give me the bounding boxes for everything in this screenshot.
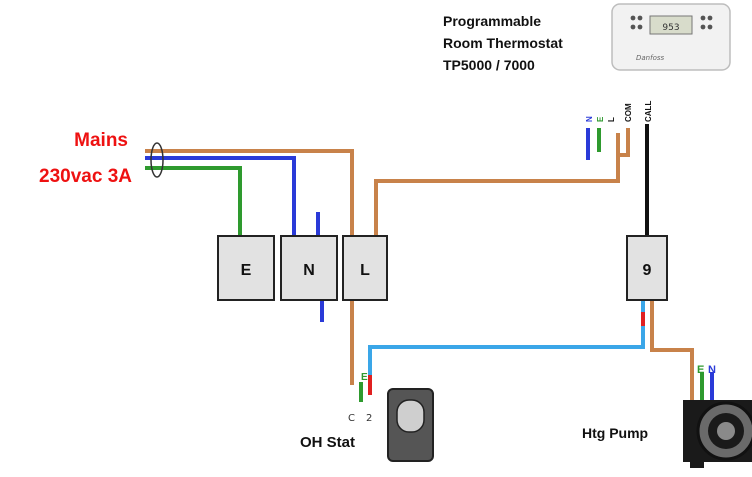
terminal-block-live: L — [342, 235, 388, 301]
thermostat-title-3: TP5000 / 7000 — [443, 57, 535, 73]
9-to-pump-wire — [650, 300, 694, 400]
thermostat-terminal-call: CALL — [644, 101, 653, 122]
thermostat-device-icon: 953 Danfoss — [611, 3, 731, 71]
terminal-live-label: L — [360, 262, 370, 279]
pump-label: Htg Pump — [582, 425, 648, 441]
thermostat-title-2: Room Thermostat — [443, 35, 563, 51]
ohstat-device-icon — [387, 388, 434, 462]
live-to-thermostat-wire — [374, 133, 620, 236]
terminal-block-switched: 9 — [626, 235, 668, 301]
pump-earth-label: E — [697, 364, 704, 376]
thermostat-terminal-com: COM — [624, 103, 633, 122]
terminal-switched-label: 9 — [643, 262, 652, 279]
mains-live-wire — [145, 149, 354, 236]
ohstat-earth-label: E — [361, 372, 368, 383]
thermostat-brand: Danfoss — [636, 54, 665, 62]
thermostat-terminal-n: N — [585, 116, 594, 122]
ohstat-terminal-c: C — [348, 413, 355, 424]
mains-earth-wire — [145, 166, 242, 236]
terminal-block-earth: E — [217, 235, 275, 301]
ohstat-label: OH Stat — [300, 434, 355, 451]
ohstat-terminal-2: 2 — [366, 413, 372, 424]
mains-rating-label: 230vac 3A — [39, 166, 132, 187]
terminal-block-neutral: N — [280, 235, 338, 301]
thermostat-terminal-e: E — [596, 116, 605, 122]
pump-neutral-label: N — [708, 364, 716, 376]
terminal-neutral-label: N — [303, 262, 315, 279]
ohstat-to-9-wire — [368, 300, 645, 385]
pump-device-icon — [683, 400, 752, 468]
thermostat-terminal-l: L — [607, 117, 616, 122]
terminal-earth-label: E — [241, 262, 252, 279]
mains-label: Mains — [74, 130, 128, 151]
thermostat-terminal-labels: N E L COM CALL — [585, 101, 653, 122]
thermostat-title-1: Programmable — [443, 13, 541, 29]
thermostat-display: 953 — [662, 23, 679, 33]
thermostat-com-link — [616, 128, 630, 157]
mains-neutral-wire — [145, 156, 296, 236]
cable-gland — [150, 142, 164, 178]
